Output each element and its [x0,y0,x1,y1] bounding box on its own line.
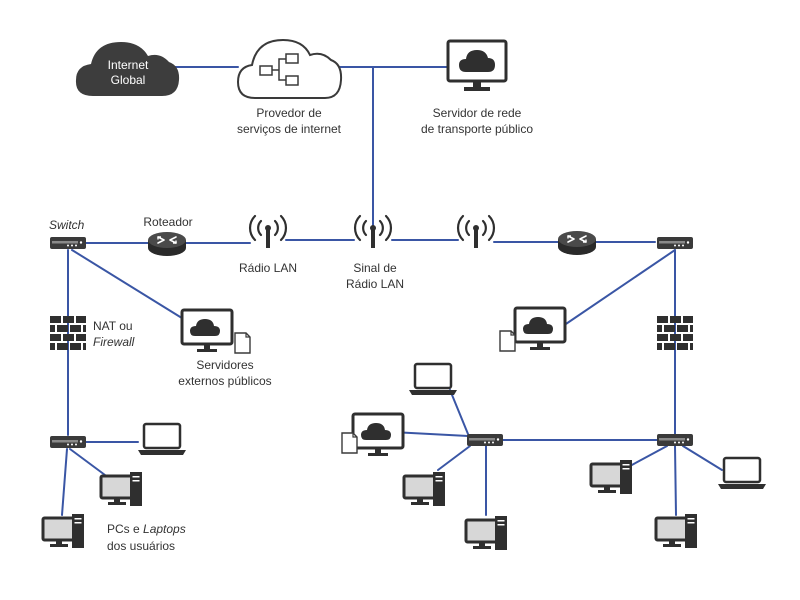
internet-global-cloud-icon [75,42,180,96]
nat-label-1: NAT ou [93,319,133,333]
signal-label-1: Sinal de [353,261,397,275]
document-icon [234,332,251,354]
isp-label-2: serviços de internet [237,122,342,136]
switch-icon [50,237,86,249]
connection-lines [61,66,723,516]
radio-antenna-icon [248,214,288,250]
radio-lan-label: Rádio LAN [239,261,297,275]
switch-icon [50,436,86,448]
transport-server-label-2: de transporte público [421,122,533,136]
switch-icon [467,434,503,446]
document-icon [499,330,516,352]
switch-icon [657,237,693,249]
switch-label: Switch [49,218,85,232]
desktop-pc-icon [464,514,509,552]
desktop-pc-icon [99,470,144,508]
users-label-2: dos usuários [107,539,175,553]
router-label: Roteador [143,215,192,229]
users-label-1: PCs e Laptops [107,522,186,536]
laptop-icon [136,422,188,457]
radio-antenna-icon [456,214,496,250]
cloud-server-monitor-icon [513,306,567,352]
desktop-pc-icon [589,458,634,496]
isp-label-1: Provedor de [256,106,322,120]
document-icon [341,432,358,454]
laptop-icon [407,362,459,397]
transport-server-cloud-monitor-icon [446,39,508,91]
transport-server-label-1: Servidor de rede [433,106,522,120]
cloud-server-monitor-icon [180,308,234,354]
desktop-pc-icon [654,512,699,550]
nat-label-2: Firewall [93,335,135,349]
signal-label-2: Rádio LAN [346,277,404,291]
laptop-icon [716,456,768,491]
ext-servers-label-1: Servidores [196,358,253,372]
cloud-server-monitor-icon [351,412,405,458]
internet-global-label-1: Internet [108,58,149,72]
router-icon [557,230,597,256]
isp-network-cloud-icon [236,38,343,99]
internet-global-label-2: Global [111,73,146,87]
router-icon [147,231,187,257]
desktop-pc-icon [402,470,447,508]
switch-icon [657,434,693,446]
ext-servers-label-2: externos públicos [178,374,271,388]
desktop-pc-icon [41,512,86,550]
